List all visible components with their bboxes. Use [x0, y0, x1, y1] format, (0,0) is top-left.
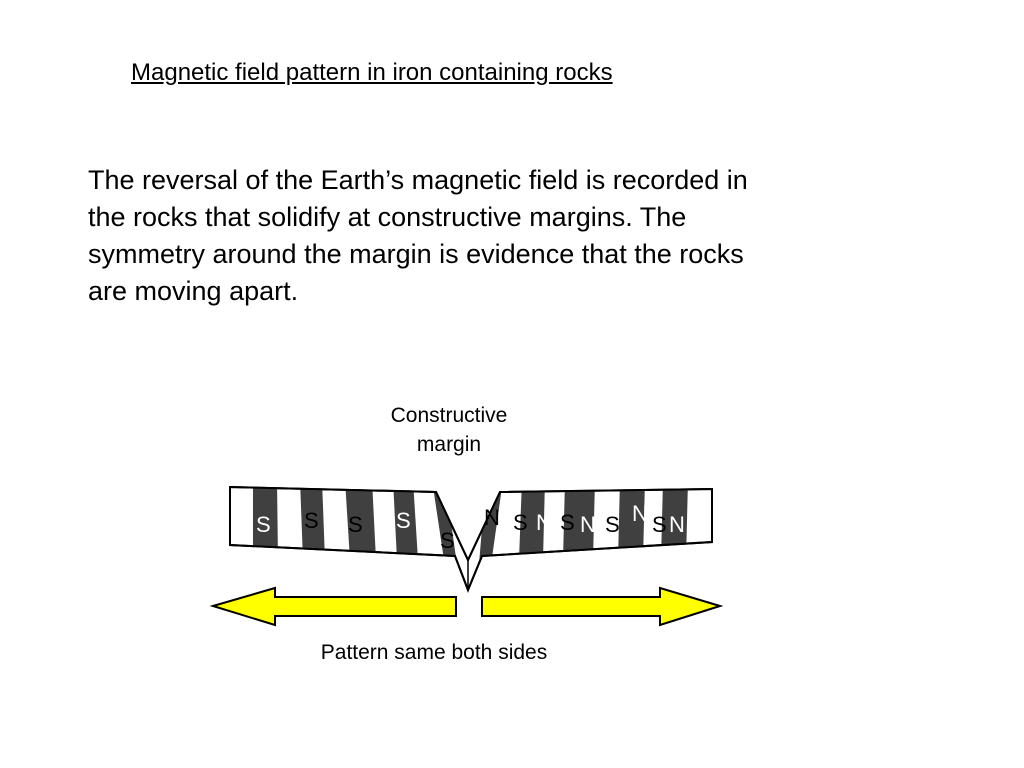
reversal-stripe: [519, 487, 545, 560]
margin-label-line: margin: [416, 433, 482, 456]
explanation-paragraph: The reversal of the Earth’s magnetic fie…: [88, 162, 878, 310]
pole-labels: S S S S S N S N S N S N S N: [256, 501, 685, 553]
pole-label: S: [560, 510, 575, 535]
constructive-margin-label: Constructive margin: [359, 401, 539, 459]
pole-label: S: [304, 508, 319, 533]
pole-label: N: [580, 512, 596, 537]
pole-label: N: [669, 512, 685, 537]
pole-label: N: [632, 501, 648, 526]
pole-label: S: [605, 512, 620, 537]
left-spreading-arrow: [209, 586, 457, 627]
magnetic-stripes: [253, 487, 688, 590]
paragraph-line: symmetry around the margin is evidence t…: [88, 239, 744, 269]
reversal-stripe: [393, 487, 418, 560]
pole-label: N: [536, 510, 552, 535]
reversal-stripe: [300, 487, 325, 560]
reversal-stripe: [253, 487, 278, 560]
pole-label: S: [396, 508, 411, 533]
margin-label-line: Constructive: [390, 404, 508, 427]
paragraph-line: The reversal of the Earth’s magnetic fie…: [88, 165, 748, 195]
reversal-stripe: [618, 487, 645, 560]
slide-title: Magnetic field pattern in iron containin…: [131, 59, 613, 86]
pole-label: S: [348, 512, 363, 537]
right-spreading-arrow: [481, 586, 724, 627]
rock-slab-outline: [229, 485, 713, 593]
reversal-stripe: [661, 487, 688, 560]
paragraph-line: the rocks that solidify at constructive …: [88, 202, 687, 232]
pole-label: S: [440, 528, 455, 553]
paragraph-line: are moving apart.: [88, 276, 299, 306]
pole-label: S: [652, 512, 667, 537]
pole-label: N: [484, 505, 500, 530]
pattern-caption: Pattern same both sides: [320, 641, 548, 664]
pole-label: S: [513, 510, 528, 535]
reversal-stripe: [345, 487, 376, 560]
pole-label: S: [256, 512, 271, 537]
reversal-stripe: [563, 487, 595, 560]
